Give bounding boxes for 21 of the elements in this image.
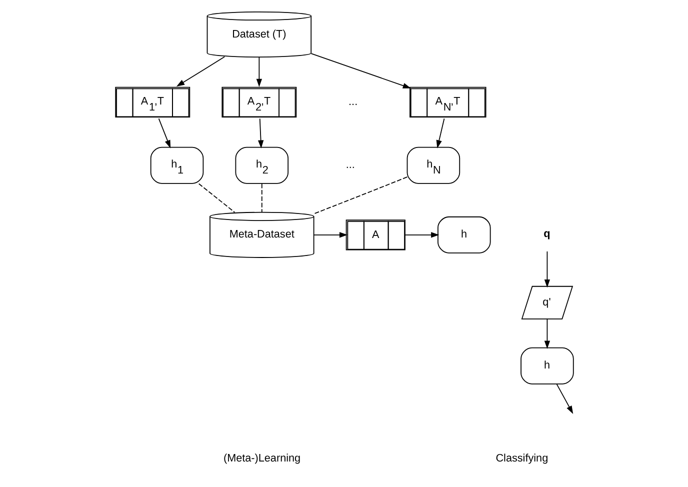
arrow [544, 318, 550, 349]
arrow [556, 384, 573, 414]
connector [198, 183, 235, 213]
arrow [544, 251, 550, 288]
arrow [404, 232, 439, 238]
label: (Meta-)Learning [223, 452, 300, 465]
arrow [257, 118, 264, 148]
node-box: h [520, 347, 574, 384]
arrow [256, 56, 262, 88]
arrow [312, 232, 348, 238]
arrow [176, 56, 225, 87]
label: Classifying [495, 452, 548, 465]
arrow [310, 53, 411, 88]
node-text: q [543, 228, 550, 240]
connector [312, 176, 408, 215]
arrow [158, 118, 170, 148]
label: ... [348, 96, 358, 108]
label: ... [345, 159, 354, 172]
node-box: h [437, 216, 490, 254]
arrow [436, 118, 444, 148]
connector [260, 183, 262, 213]
